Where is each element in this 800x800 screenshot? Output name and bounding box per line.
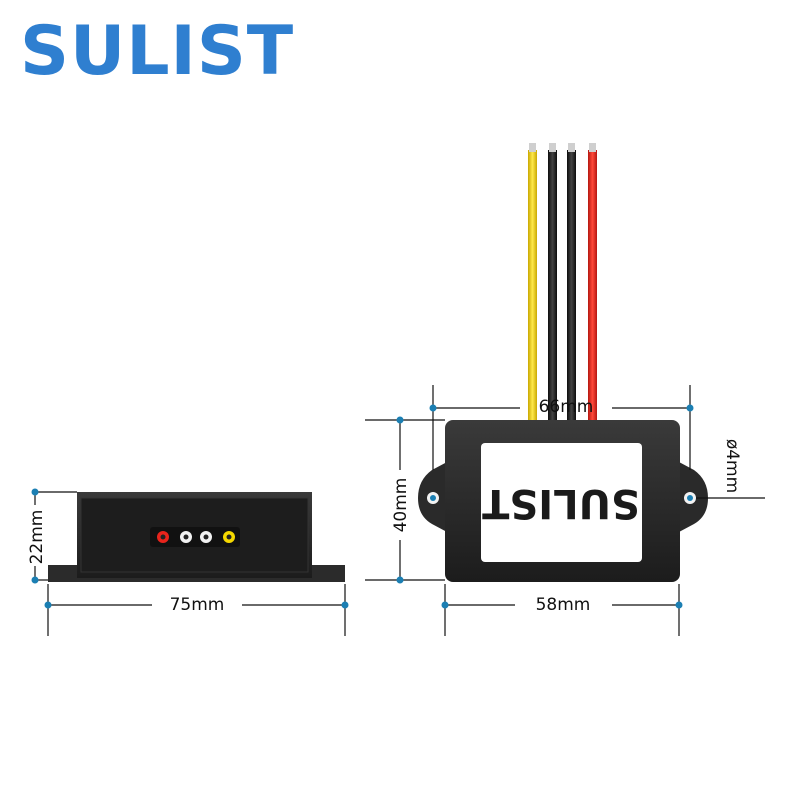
top-length-label: 66mm [539, 397, 594, 417]
side-height-label: 22mm [27, 510, 47, 565]
dimension-dot [31, 488, 39, 496]
hole-diameter-label: ø4mm [722, 439, 742, 493]
dimension-dot [31, 576, 39, 584]
yellow-wire [528, 150, 537, 422]
top-view: SULIST 66mm 40mm 58mm [365, 143, 765, 636]
dimension-dot [686, 404, 694, 412]
dimension-dot [396, 576, 404, 584]
top-width-label: 58mm [536, 595, 591, 615]
top-height-dimension [365, 419, 445, 581]
dimension-dot [429, 404, 437, 412]
top-width-dimension [444, 584, 680, 636]
wires [528, 143, 597, 422]
dimension-dot [396, 416, 404, 424]
product-label-panel [481, 443, 642, 562]
side-length-label: 75mm [170, 595, 225, 615]
side-length-dimension [47, 584, 346, 636]
side-view: 22mm 75mm [27, 488, 349, 636]
black-wire [567, 150, 576, 422]
red-wire [588, 150, 597, 422]
dimension-dot [44, 601, 52, 609]
side-connector [150, 527, 240, 547]
black-wire [548, 150, 557, 422]
top-height-label: 40mm [391, 478, 411, 533]
product-label: SULIST [481, 480, 639, 526]
top-length-dimension [432, 385, 691, 470]
dimension-dot [341, 601, 349, 609]
dimension-dot [675, 601, 683, 609]
dimension-dot [441, 601, 449, 609]
brand-logo: SULIST [20, 12, 295, 91]
